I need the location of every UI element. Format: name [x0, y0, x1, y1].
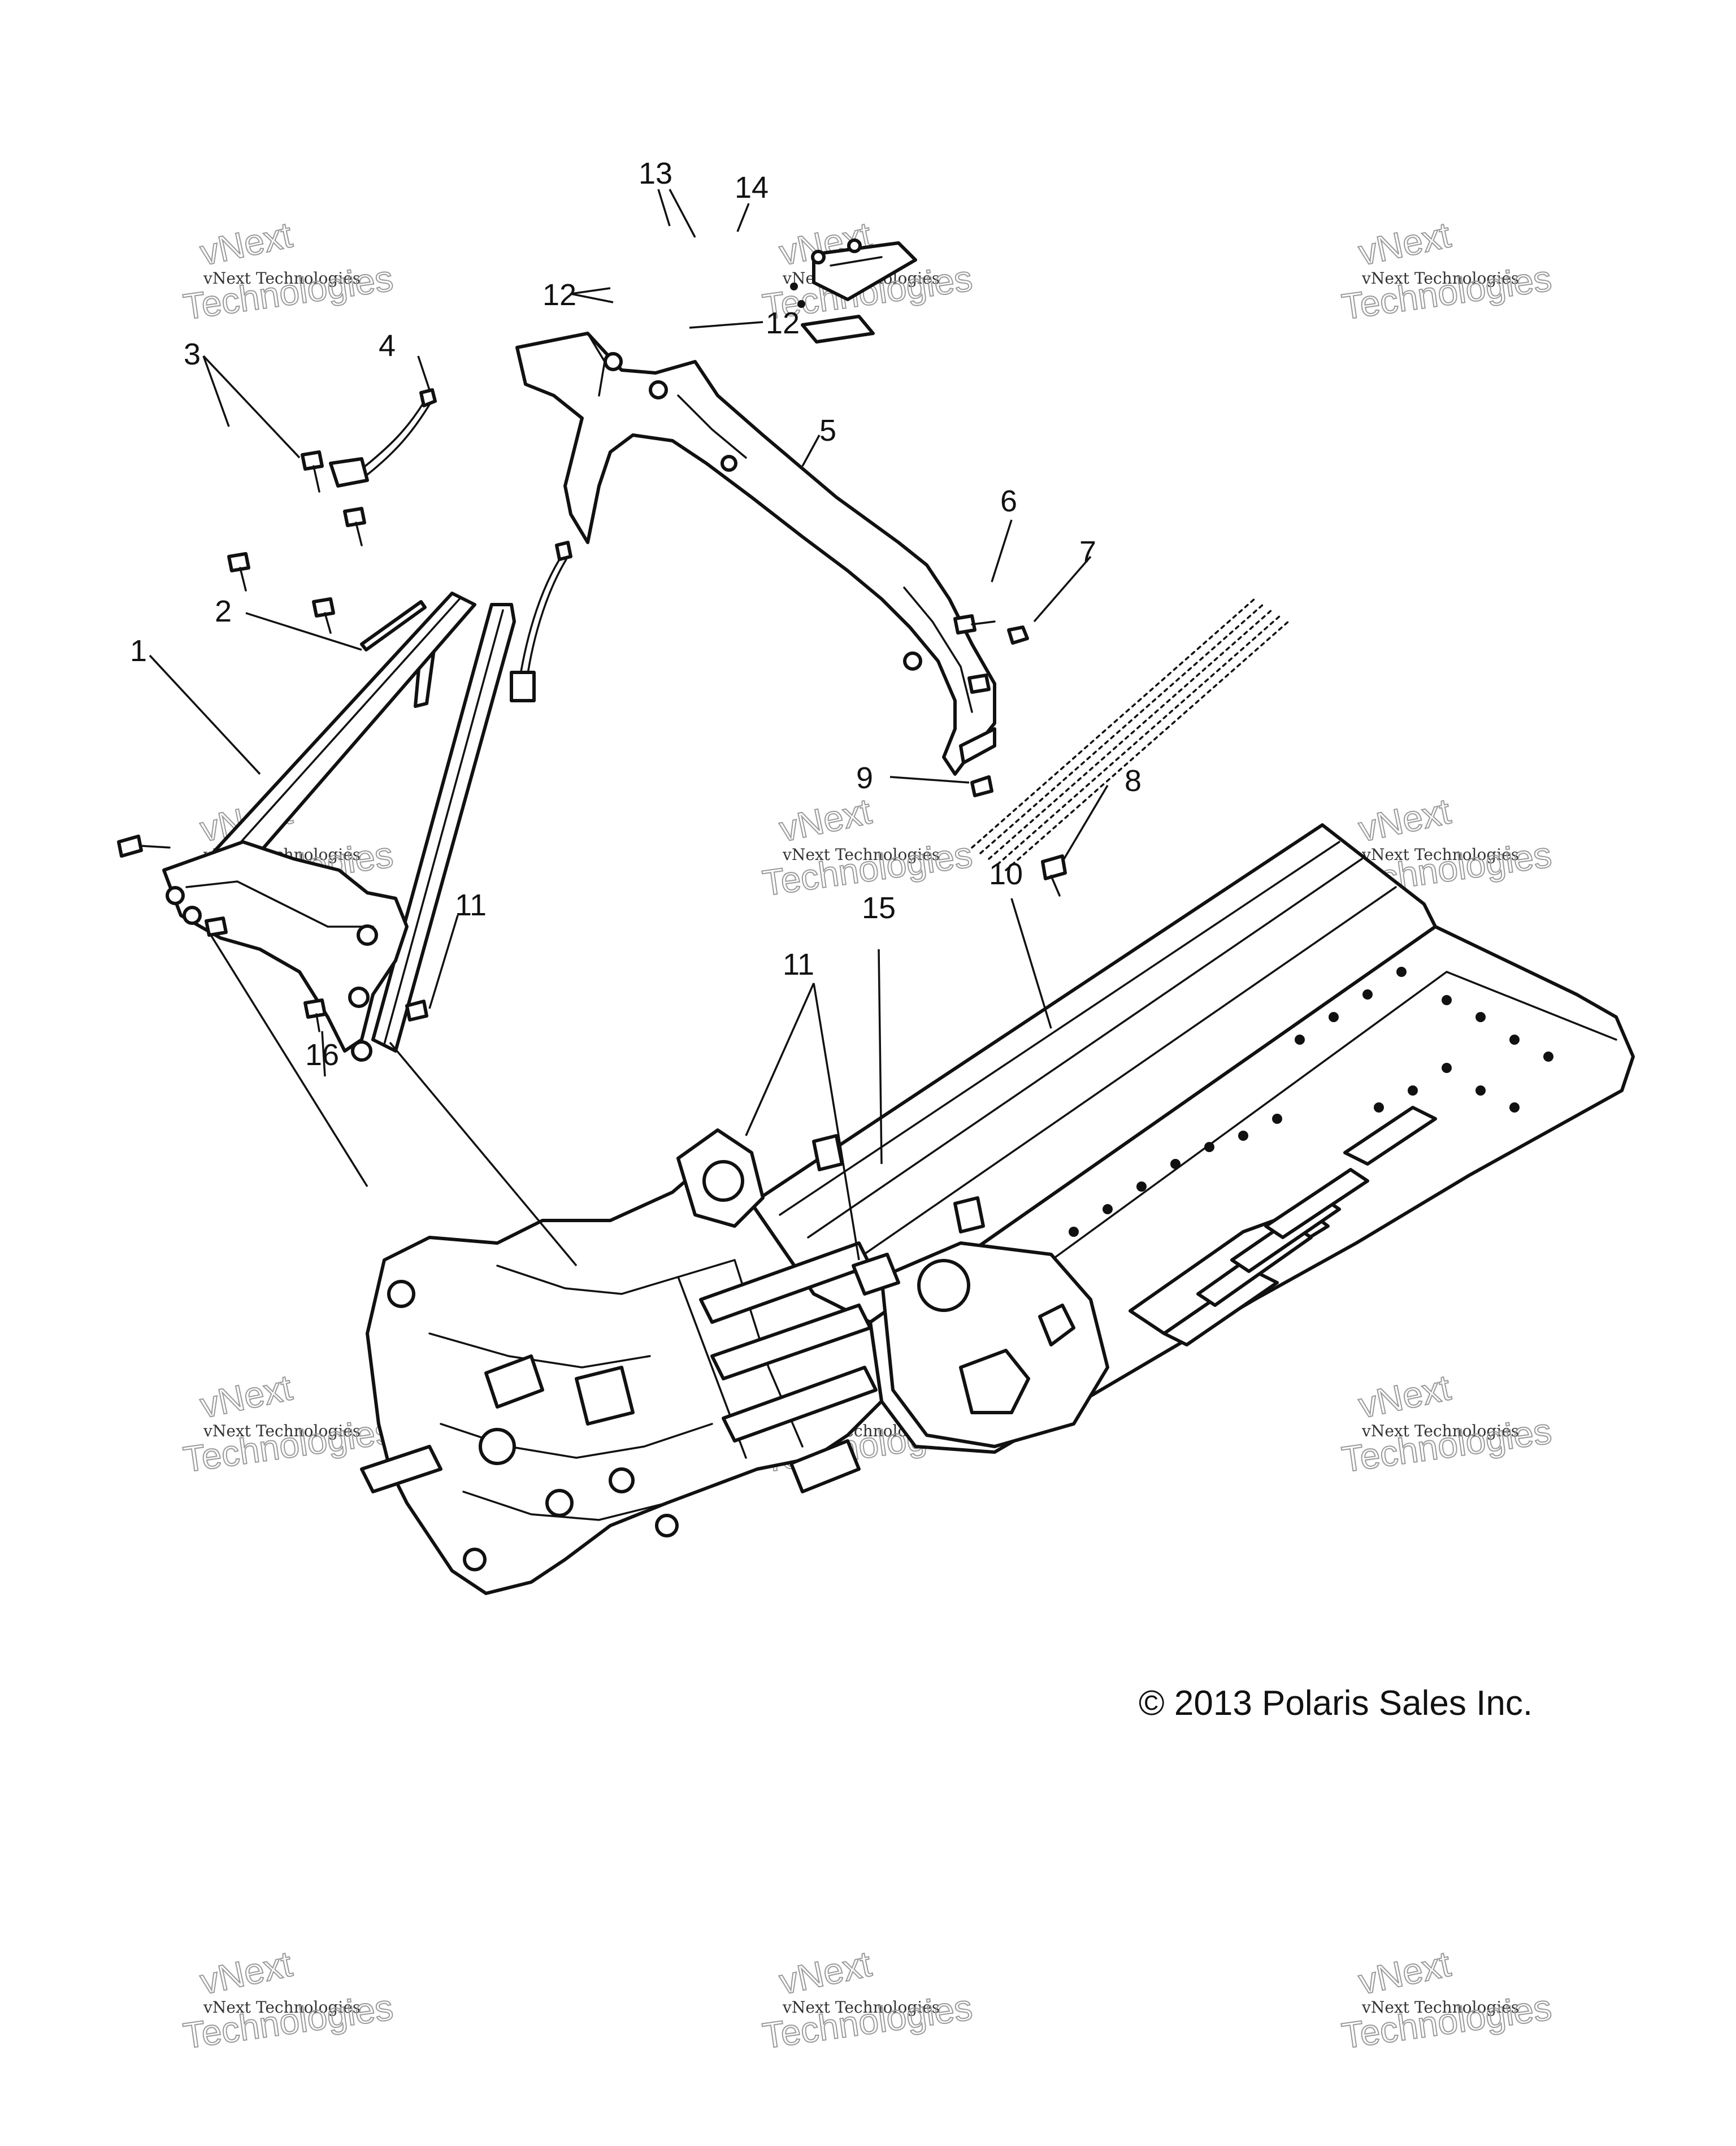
callout-9: 9 [856, 761, 873, 795]
svg-text:vNext Technologies: vNext Technologies [1361, 1998, 1519, 2017]
bolts-3 [227, 450, 366, 634]
callout-4: 4 [379, 329, 396, 363]
callout-10: 10 [989, 857, 1023, 891]
svg-text:vNext Technologies: vNext Technologies [1361, 269, 1519, 288]
watermark: vNext vNext Technologies Technologies [1339, 1366, 1555, 1480]
leader-lines [149, 189, 1109, 1267]
callout-7: 7 [1079, 535, 1096, 569]
callout-12-top: 12 [766, 306, 800, 340]
svg-text:vNext Technologies: vNext Technologies [203, 269, 361, 288]
svg-text:vNext: vNext [1355, 214, 1454, 273]
callout-1: 1 [130, 634, 147, 668]
svg-text:vNext Technologies: vNext Technologies [203, 1998, 361, 2017]
clip-9 [970, 775, 993, 797]
callout-8: 8 [1125, 764, 1142, 798]
steering-post-5 [515, 332, 996, 776]
watermark: vNext vNext Technologies Technologies [760, 790, 975, 904]
svg-text:vNext Technologies: vNext Technologies [782, 845, 940, 864]
decal-12-top [801, 315, 875, 344]
bolts-6 [953, 614, 996, 694]
screw-15 [811, 238, 862, 264]
a-frame-1 [117, 592, 516, 1062]
footrest [1129, 1106, 1437, 1346]
svg-text:vNext: vNext [197, 214, 296, 273]
watermark: vNext vNext Technologies Technologies [180, 214, 396, 328]
cable-4 [329, 388, 572, 702]
svg-text:vNext Technologies: vNext Technologies [1361, 845, 1519, 864]
svg-text:vNext: vNext [1355, 1943, 1454, 2002]
nut-7 [1007, 625, 1029, 645]
watermark: vNext vNext Technologies Technologies [760, 1943, 975, 2057]
callout-14: 12 [542, 278, 576, 312]
callout-6: 6 [1000, 484, 1017, 518]
fasteners-11 [205, 916, 428, 1032]
svg-text:vNext Technologies: vNext Technologies [203, 1422, 361, 1440]
cover-plate-16 [812, 241, 917, 301]
watermark: vNext vNext Technologies Technologies [180, 1943, 396, 2057]
callout-2: 2 [215, 594, 232, 628]
copyright-notice: © 2013 Polaris Sales Inc. [1139, 1684, 1533, 1723]
callout-11-right: 11 [455, 888, 487, 922]
callout-5: 5 [819, 414, 836, 448]
watermark: vNext vNext Technologies Technologies [1339, 1943, 1555, 2057]
svg-text:vNext: vNext [1355, 790, 1454, 849]
watermark: vNext vNext Technologies Technologies [180, 1366, 396, 1480]
chassis-tunnel [360, 823, 1635, 1595]
svg-text:vNext: vNext [776, 790, 875, 849]
svg-text:vNext: vNext [197, 1943, 296, 2002]
callout-15: 13 [639, 157, 672, 190]
callout-11-left: 16 [305, 1038, 339, 1072]
callout-16: 14 [735, 171, 769, 205]
rail-strip-10 [971, 598, 1290, 871]
svg-text:vNext Technologies: vNext Technologies [782, 1998, 940, 2017]
watermark: vNext vNext Technologies Technologies [1339, 214, 1555, 328]
rivet-14 [790, 283, 805, 308]
callout-12: 11 [783, 948, 814, 981]
svg-text:vNext: vNext [776, 1943, 875, 2002]
svg-text:vNext Technologies: vNext Technologies [1361, 1422, 1519, 1440]
callout-3: 3 [184, 337, 201, 371]
callout-labels: 13 14 12 12 4 3 5 6 7 2 1 9 8 10 15 11 1… [130, 157, 1142, 1072]
bolt-8 [1041, 854, 1067, 897]
svg-text:vNext: vNext [197, 1367, 296, 1426]
callout-13: 15 [862, 891, 896, 925]
svg-text:vNext: vNext [1355, 1367, 1454, 1426]
